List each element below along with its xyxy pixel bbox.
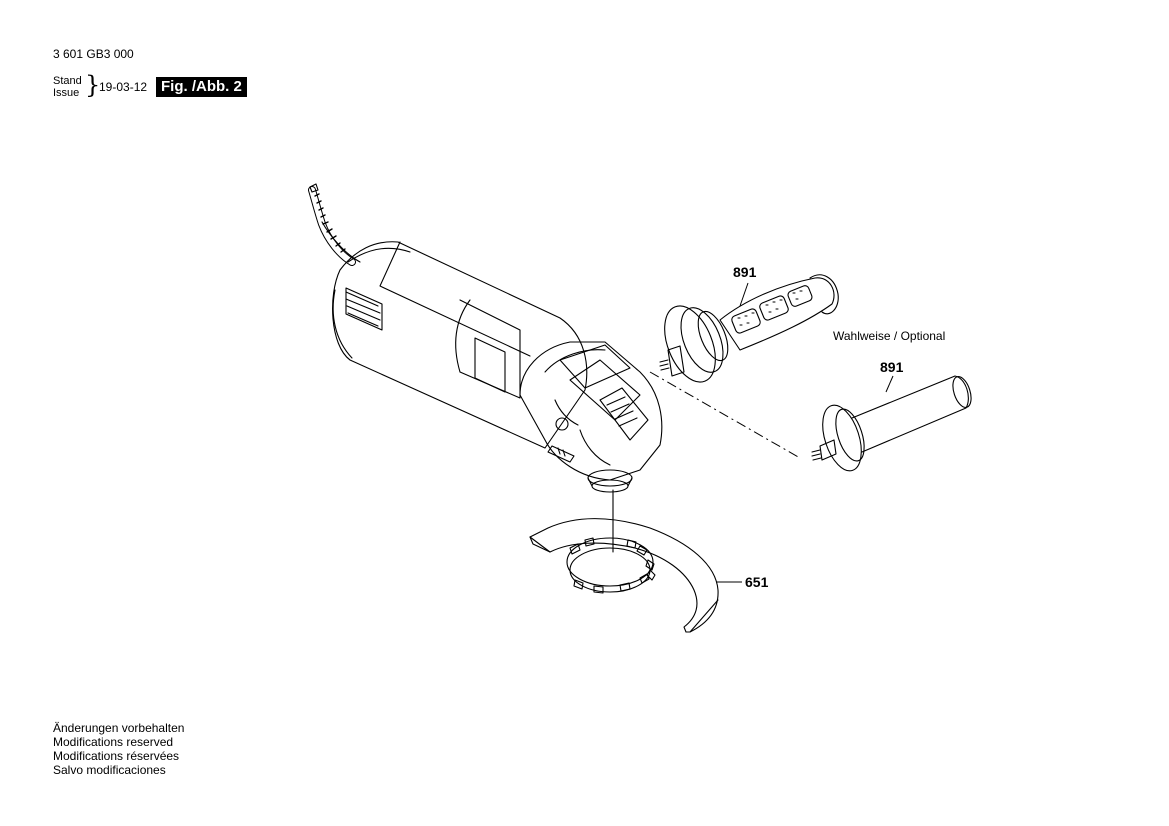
motor-housing [332,241,588,449]
callout-891-top: 891 [733,264,757,280]
note-fr: Modifications réservées [53,749,180,763]
assembly-line [649,371,801,459]
callout-891-optional: 891 [880,359,904,375]
power-cord [308,183,361,266]
issue-date: 19-03-12 [99,80,148,94]
note-es: Salvo modificaciones [53,763,166,777]
note-en: Modifications reserved [53,735,174,749]
optional-handle [811,375,972,472]
callout-651: 651 [745,574,769,590]
modifications-notes: Änderungen vorbehalten Modifications res… [53,721,184,777]
leader-line-891-optional [885,375,894,393]
note-de: Änderungen vorbehalten [53,721,185,735]
gear-head [519,341,663,493]
auxiliary-handle-grip [659,274,839,383]
document-number: 3 601 GB3 000 [53,47,134,61]
leader-line-891-top [739,282,749,307]
issue-label: Issue [53,87,80,99]
brace-icon: } [85,71,101,99]
figure-label: Fig. /Abb. 2 [156,77,247,97]
stand-label: Stand [53,75,82,87]
optional-note: Wahlweise / Optional [833,329,946,343]
wheel-guard [529,518,719,633]
